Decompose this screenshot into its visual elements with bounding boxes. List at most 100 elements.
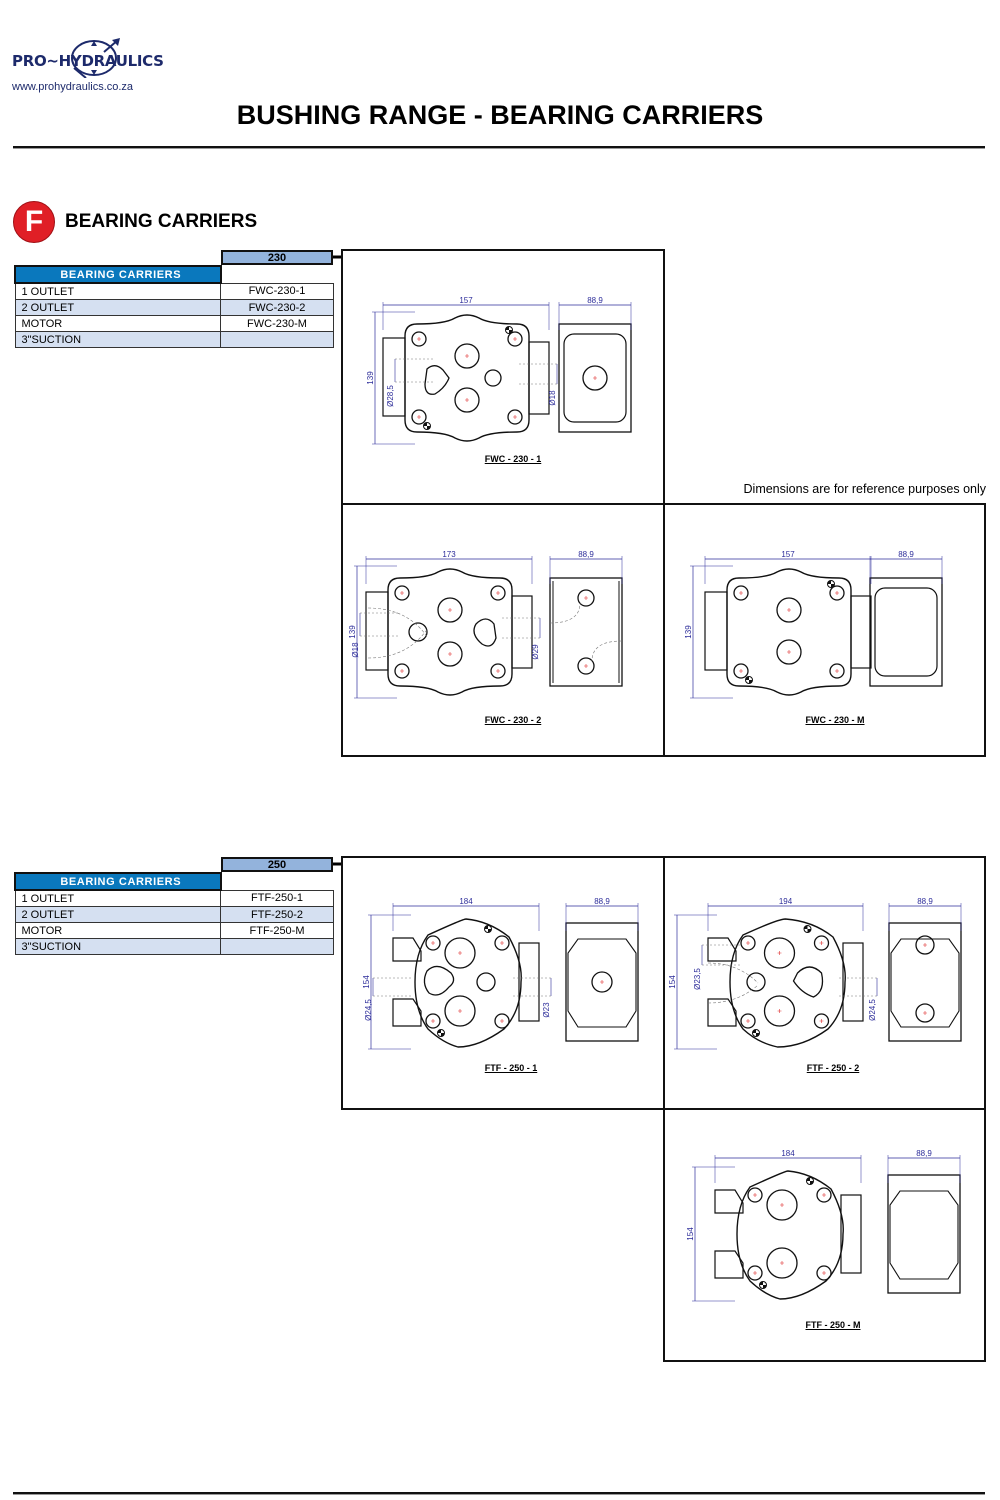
dimension-label: 139 <box>684 625 693 639</box>
dowel-pin-fill <box>423 422 431 430</box>
center-mark <box>593 376 597 380</box>
center-mark <box>746 1019 750 1023</box>
center-mark <box>739 591 743 595</box>
dimension-label: 139 <box>348 625 357 639</box>
row-code: FTF-250-1 <box>220 889 334 907</box>
dowel-pin-fill <box>505 326 513 334</box>
drawing-caption: FWC - 230 - 1 <box>484 454 542 464</box>
dimension-label: Ø24,5 <box>868 999 877 1021</box>
port-hole <box>507 331 523 347</box>
side-view-detail <box>567 938 637 1028</box>
outlet-port <box>484 369 502 387</box>
section-badge: F <box>13 201 55 243</box>
center-mark <box>465 354 469 358</box>
center-mark <box>923 1011 927 1015</box>
port-hole <box>582 365 608 391</box>
port-hole <box>829 663 845 679</box>
center-mark <box>400 591 404 595</box>
center-mark <box>458 951 462 955</box>
dimension-label: 88,9 <box>916 1149 932 1158</box>
port-hole <box>740 935 756 951</box>
center-mark <box>496 669 500 673</box>
port-hole <box>411 409 427 425</box>
row-code: FWC-230-2 <box>220 299 334 316</box>
row-type: 1 OUTLET <box>14 282 221 300</box>
row-type: 3"SUCTION <box>14 331 221 348</box>
side-view-detail <box>889 1190 959 1280</box>
center-mark <box>458 1009 462 1013</box>
port-hole <box>747 1187 763 1203</box>
dimension-label: 88,9 <box>898 550 914 559</box>
dimension-label: 88,9 <box>587 296 603 305</box>
port-hole <box>444 995 476 1027</box>
dimension-label: Ø23 <box>542 1002 551 1018</box>
center-mark <box>819 941 824 945</box>
center-mark <box>431 941 435 945</box>
center-mark <box>787 608 791 612</box>
dimension-label: 139 <box>366 371 375 385</box>
dowel-pin-fill <box>806 1177 814 1185</box>
center-mark <box>448 652 452 656</box>
row-type: 1 OUTLET <box>14 889 221 907</box>
table-header-row: BEARING CARRIERS <box>14 872 334 891</box>
port-hole <box>776 597 802 623</box>
table-row: 2 OUTLET FTF-250-2 <box>14 906 334 923</box>
dimension-label: 154 <box>668 975 677 989</box>
center-mark <box>787 650 791 654</box>
port-hole <box>454 343 480 369</box>
company-logo: PRO~HYDRAULICS www.prohydraulics.co.za <box>12 38 172 98</box>
side-flange <box>365 591 389 671</box>
side-view-detail <box>874 587 938 677</box>
port-hole <box>829 585 845 601</box>
dimension-label: 194 <box>779 897 793 906</box>
center-mark <box>513 415 517 419</box>
row-type: MOTOR <box>14 922 221 939</box>
center-mark <box>496 591 500 595</box>
dimension-label: 88,9 <box>594 897 610 906</box>
drawing-caption: FTF - 250 - 2 <box>806 1063 860 1073</box>
side-view <box>558 323 632 433</box>
side-view-detail <box>890 938 960 1028</box>
center-mark <box>400 669 404 673</box>
port-hole <box>816 1265 832 1281</box>
row-code <box>220 331 334 348</box>
port-hole <box>494 1013 510 1029</box>
port-hole <box>813 935 830 951</box>
port-hole <box>763 937 796 969</box>
dimension-label: Ø28,5 <box>386 385 395 407</box>
center-mark <box>417 415 421 419</box>
website-link[interactable]: www.prohydraulics.co.za <box>12 81 134 93</box>
carrier-body <box>726 568 852 696</box>
table-row: 1 OUTLET FWC-230-1 <box>14 282 334 300</box>
dimension-label: 88,9 <box>917 897 933 906</box>
inlet-port <box>408 622 428 642</box>
dimension-label: Ø23,5 <box>693 968 702 990</box>
port-hole <box>437 641 463 667</box>
center-mark <box>584 596 588 600</box>
center-mark <box>819 1019 824 1023</box>
header-divider <box>13 146 985 149</box>
center-mark <box>600 980 604 984</box>
row-type: 2 OUTLET <box>14 299 221 316</box>
table-header: BEARING CARRIERS <box>14 265 222 284</box>
port-hole <box>425 935 441 951</box>
center-mark <box>777 1009 782 1013</box>
side-view <box>888 922 962 1042</box>
center-mark <box>448 608 452 612</box>
center-mark <box>780 1261 784 1265</box>
row-type: 2 OUTLET <box>14 906 221 923</box>
carrier-body <box>729 918 846 1048</box>
bearing-carriers-table-250: BEARING CARRIERS 1 OUTLET FTF-250-1 2 OU… <box>14 872 334 955</box>
outlet-port <box>476 972 496 992</box>
dowel-pin-fill <box>484 925 492 933</box>
table-row: 1 OUTLET FTF-250-1 <box>14 889 334 907</box>
drawing-caption: FWC - 230 - 2 <box>484 715 542 725</box>
dimension-label: 154 <box>362 975 371 989</box>
drawing-caption: FWC - 230 - M <box>805 715 865 725</box>
